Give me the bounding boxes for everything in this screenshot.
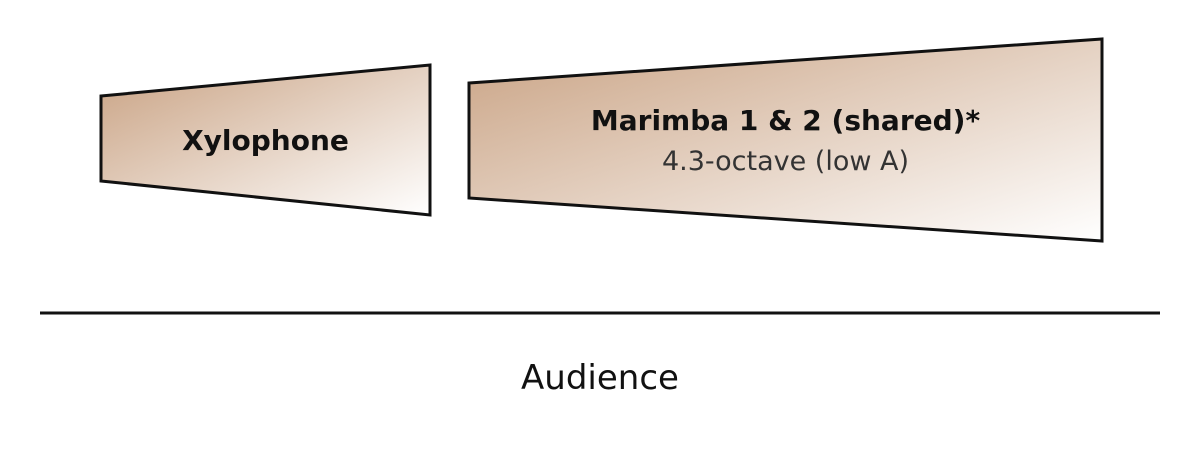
marimba-detail: 4.3-octave (low A) (661, 146, 910, 177)
xylophone-shape (99, 63, 432, 217)
audience-label: Audience (521, 358, 679, 398)
marimba-shape (467, 37, 1104, 243)
marimba-label: Marimba 1 & 2 (shared)* (590, 104, 981, 137)
xylophone-label: Xylophone (182, 124, 349, 157)
